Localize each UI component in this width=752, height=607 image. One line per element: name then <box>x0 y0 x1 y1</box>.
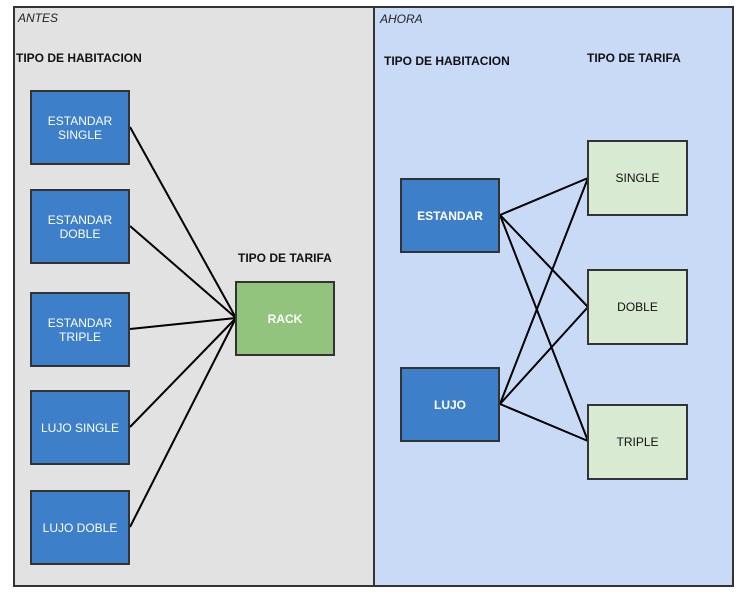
room-label: ESTANDAR <box>47 113 113 128</box>
link-lujo-doble-rack <box>129 317 237 528</box>
ahora-room-heading: TIPO DE HABITACION <box>384 54 510 68</box>
tariff-rack: RACK <box>235 281 335 356</box>
tariff-triple: TRIPLE <box>587 404 688 480</box>
link-estandar-triple <box>499 214 589 442</box>
room-label: ESTANDAR <box>417 208 483 223</box>
room-estandar: ESTANDAR <box>400 178 500 253</box>
tariff-label: RACK <box>267 311 303 326</box>
link-estandar-single <box>499 177 589 216</box>
room-label: LUJO SINGLE <box>40 420 120 435</box>
room-label-sub: SINGLE <box>57 127 102 142</box>
room-label: LUJO <box>433 397 466 412</box>
link-estandar-single-rack <box>129 126 237 319</box>
antes-tariff-heading: TIPO DE TARIFA <box>238 251 332 265</box>
tariff-single: SINGLE <box>587 140 688 216</box>
link-lujo-triple <box>499 403 589 442</box>
link-estandar-doble-rack <box>129 225 237 319</box>
room-label-sub: DOBLE <box>59 226 101 241</box>
room-label: LUJO DOBLE <box>42 520 118 535</box>
antes-room-heading: TIPO DE HABITACION <box>16 51 142 65</box>
room-label: ESTANDAR <box>47 212 113 227</box>
room-lujo-doble: LUJO DOBLE <box>30 490 130 565</box>
room-label: ESTANDAR <box>47 315 113 330</box>
tariff-doble: DOBLE <box>587 269 688 345</box>
ahora-title: AHORA <box>380 12 423 26</box>
room-lujo-single: LUJO SINGLE <box>30 390 130 465</box>
link-estandar-triple-rack <box>129 317 237 330</box>
link-lujo-single <box>499 177 589 405</box>
room-lujo: LUJO <box>400 367 500 442</box>
link-lujo-single-rack <box>129 317 237 428</box>
tariff-label: DOBLE <box>617 300 658 314</box>
link-lujo-doble <box>499 306 589 405</box>
room-label-sub: TRIPLE <box>58 329 101 344</box>
link-estandar-doble <box>499 214 589 308</box>
tariff-label: TRIPLE <box>616 435 659 449</box>
antes-title: ANTES <box>18 11 59 25</box>
ahora-tariff-heading: TIPO DE TARIFA <box>587 51 681 65</box>
tariff-label: SINGLE <box>615 171 660 185</box>
